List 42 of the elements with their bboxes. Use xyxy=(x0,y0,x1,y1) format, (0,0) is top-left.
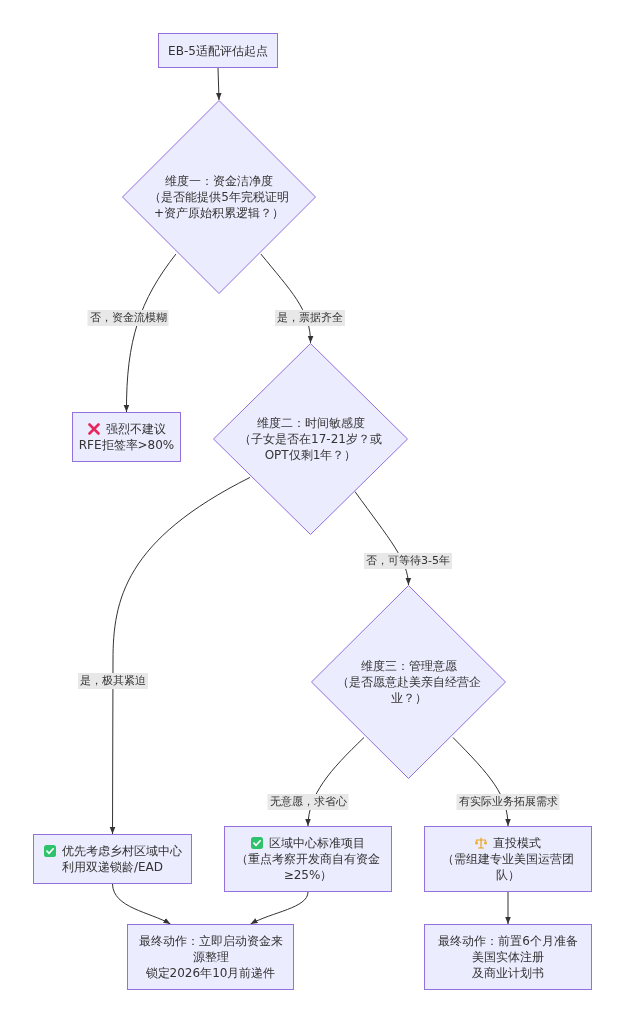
arrow xyxy=(112,883,171,925)
edge-label: 是，极其紧迫 xyxy=(78,673,148,689)
process-box xyxy=(424,826,592,892)
edge-label: 是，票据齐全 xyxy=(275,310,345,326)
process-box xyxy=(33,834,192,884)
node-text: 锁定2026年10月前递件 xyxy=(145,965,276,981)
decision-diamond xyxy=(213,343,408,535)
node-title: 强烈不建议 xyxy=(105,421,166,437)
decision-diamond xyxy=(122,100,316,294)
process-box xyxy=(224,826,392,892)
node-title: 直投模式 xyxy=(493,835,541,851)
arrow xyxy=(216,67,222,101)
edge-label: 无意愿，求省心 xyxy=(267,794,349,810)
node-text: 利用双递锁龄/EAD xyxy=(61,859,164,875)
edge-label: 有实际业务拓展需求 xyxy=(456,794,560,810)
arrow xyxy=(109,476,251,835)
node-title: 维度三：管理意愿 xyxy=(360,658,457,674)
process-box xyxy=(158,33,278,68)
node-text: 美国实体注册 xyxy=(472,949,544,965)
arrow xyxy=(123,253,177,413)
node-title: 维度二：时间敏感度 xyxy=(256,415,365,431)
node-text: RFE拒签率>80% xyxy=(78,437,175,453)
node-text: （是否能提供5年完税证明+资产原始积累逻辑？） xyxy=(148,189,290,221)
node-text: 及商业计划书 xyxy=(472,965,544,981)
node-text: （子女是否在17-21岁？或OPT仅剩1年？） xyxy=(238,431,383,463)
node-text: （是否愿意赴美亲自经营企业？） xyxy=(335,674,482,706)
arrow xyxy=(505,891,511,925)
node-text: （需组建专业美国运营团队） xyxy=(441,851,575,883)
node-label: EB-5适配评估起点 xyxy=(168,42,268,59)
process-box xyxy=(72,412,181,462)
node-text: （重点考察开发商自有资金≥25%） xyxy=(235,851,381,883)
node-title: 区域中心标准项目 xyxy=(269,835,365,851)
node-title: 最终动作：前置6个月准备 xyxy=(438,933,578,949)
process-box xyxy=(424,924,592,990)
arrow xyxy=(250,891,309,925)
node-title: 最终动作：立即启动资金来源整理 xyxy=(137,933,284,965)
node-title: 维度一：资金洁净度 xyxy=(165,173,273,189)
node-title: 优先考虑乡村区域中心 xyxy=(61,843,182,859)
edge-label: 否，可等待3-5年 xyxy=(364,553,452,569)
decision-diamond xyxy=(311,585,506,779)
edge-label: 否，资金流模糊 xyxy=(87,310,169,326)
process-box xyxy=(127,924,294,990)
